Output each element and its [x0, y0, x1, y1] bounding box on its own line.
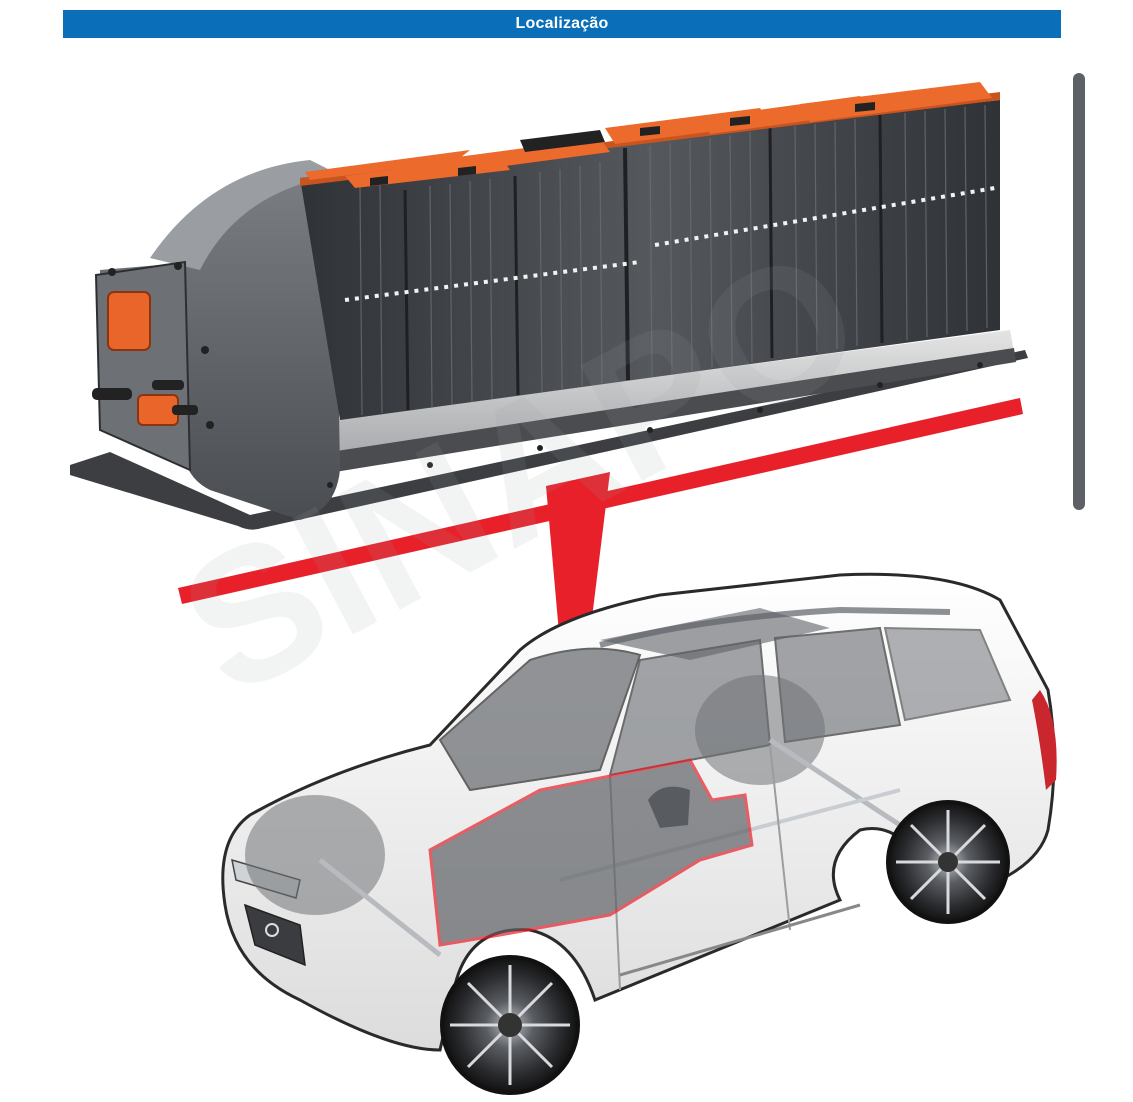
battery-connector-upper: [108, 292, 150, 350]
vehicle-ghost-rear-wheel: [695, 675, 825, 785]
battery-coolant-pipe-3: [172, 405, 198, 415]
vertical-scrollbar[interactable]: [1073, 73, 1085, 510]
vehicle-rear-wheel: [888, 802, 1008, 922]
battery-coolant-pipe: [92, 388, 132, 400]
battery-coolant-pipe-2: [152, 380, 184, 390]
vehicle-front-wheel: [442, 957, 578, 1093]
